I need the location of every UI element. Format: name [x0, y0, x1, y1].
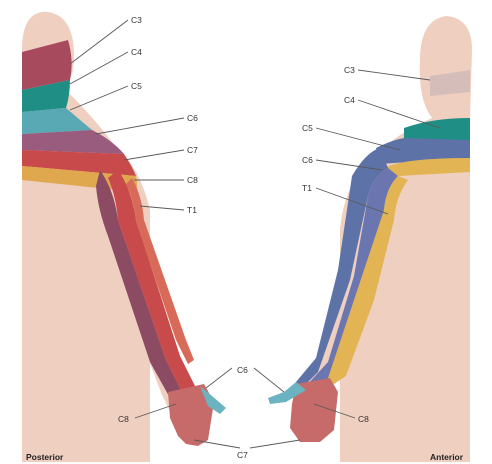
label-posterior-t1: T1 — [187, 205, 197, 215]
label-hand-c8-right: C8 — [358, 414, 369, 424]
posterior-view-label: Posterior — [26, 452, 64, 462]
label-posterior-c5: C5 — [131, 81, 142, 91]
posterior-c6-band — [22, 130, 124, 154]
label-hand-c8-left: C8 — [118, 414, 129, 424]
anterior-head — [420, 16, 472, 118]
label-anterior-c3: C3 — [344, 65, 355, 75]
label-posterior-c4: C4 — [131, 47, 142, 57]
label-anterior-c4: C4 — [344, 95, 355, 105]
label-anterior-t1: T1 — [302, 183, 312, 193]
anterior-labels: C3 C4 C5 C6 T1 — [302, 65, 355, 193]
label-posterior-c7: C7 — [187, 145, 198, 155]
label-hand-c7: C7 — [237, 450, 248, 460]
label-anterior-c5: C5 — [302, 123, 313, 133]
label-posterior-c6: C6 — [187, 113, 198, 123]
label-posterior-c3: C3 — [131, 15, 142, 25]
label-anterior-c6: C6 — [302, 155, 313, 165]
anterior-view-label: Anterior — [430, 452, 464, 462]
label-hand-c6: C6 — [237, 365, 248, 375]
posterior-figure — [22, 12, 226, 462]
anterior-figure — [268, 16, 472, 462]
label-posterior-c8: C8 — [187, 175, 198, 185]
